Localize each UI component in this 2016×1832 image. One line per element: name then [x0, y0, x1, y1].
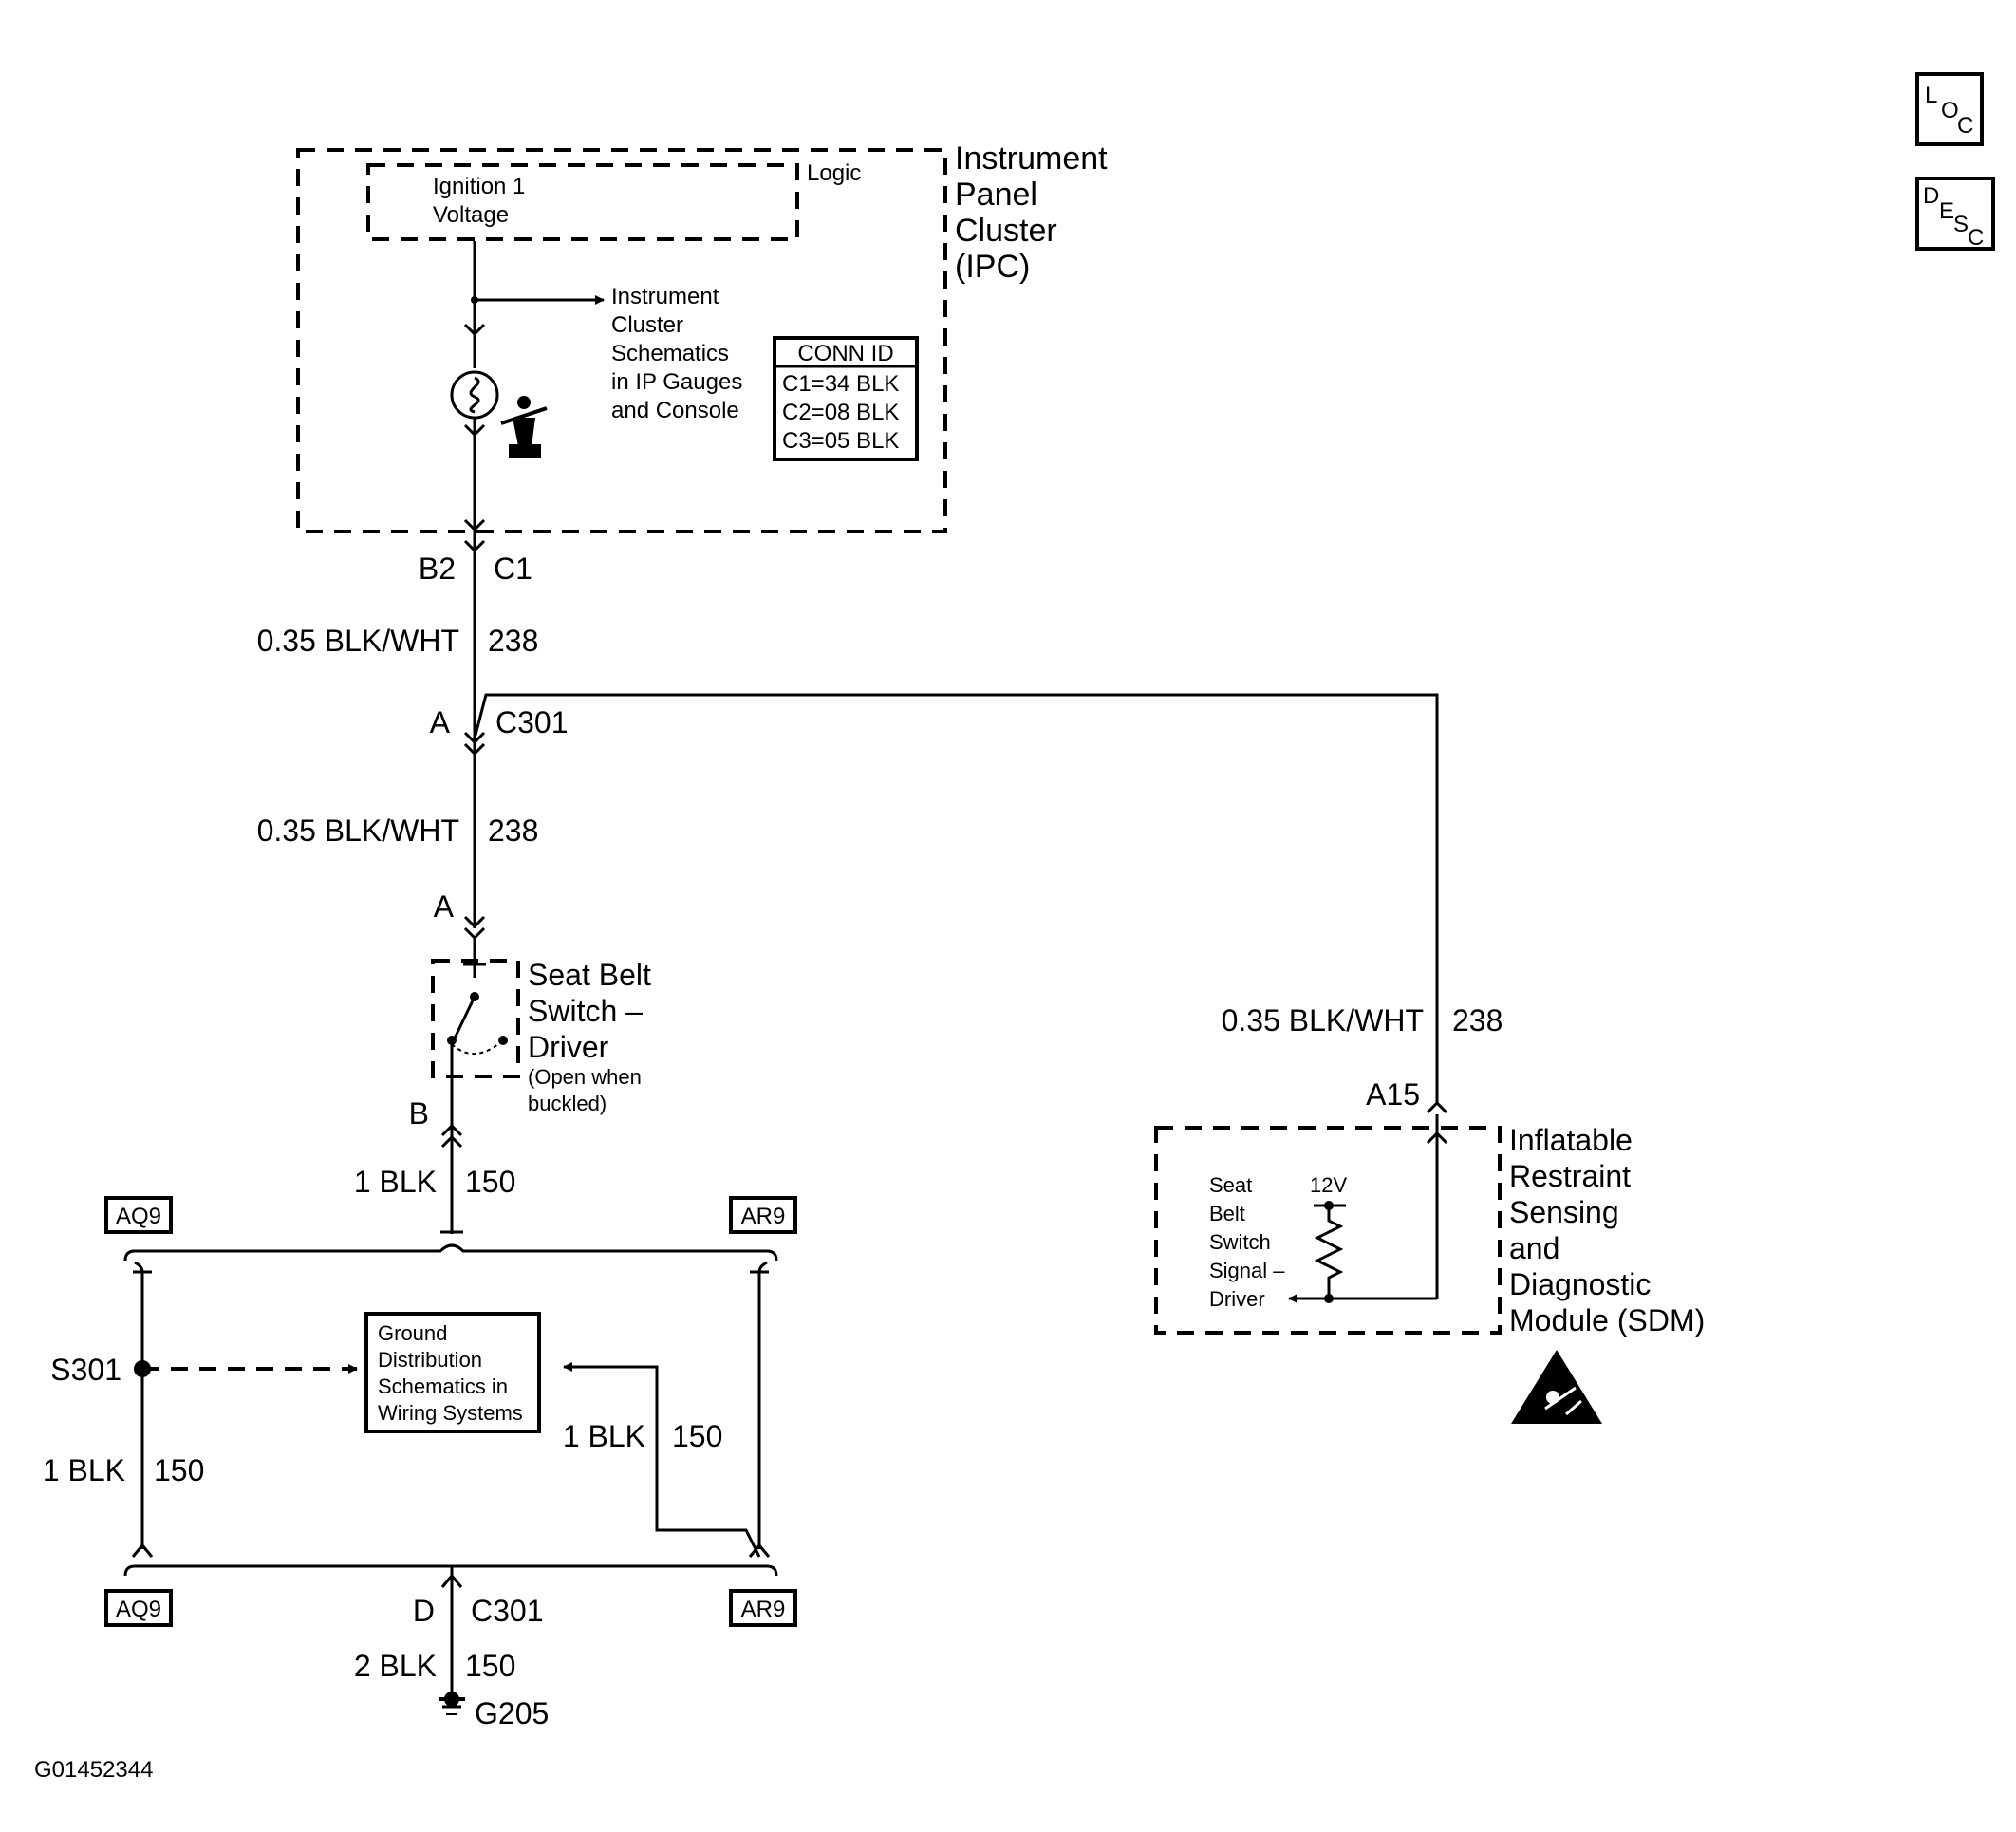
- wire-gauge-label: 1 BLK: [563, 1419, 645, 1453]
- desc-icon-letter: C: [1968, 225, 1984, 251]
- sdm-module: 12V Seat Belt Switch Signal – Driver: [1154, 1114, 1502, 1335]
- ipc-boundary: [296, 148, 947, 533]
- sdm-title-line: Sensing: [1509, 1195, 1619, 1229]
- connector-a-label: A: [434, 889, 455, 924]
- airbag-warning-icon: [1511, 1350, 1602, 1424]
- desc-icon[interactable]: D E S C: [1915, 177, 1995, 251]
- option-tag-label: AR9: [741, 1597, 786, 1622]
- switch-boundary: [431, 959, 520, 1078]
- circuit-238: [463, 532, 1448, 1114]
- conn-id-header: CONN ID: [797, 341, 893, 366]
- desc-icon-letter: S: [1953, 212, 1969, 237]
- connector-a-label: A: [430, 705, 451, 739]
- option-tag-ar9-bottom: AR9: [729, 1589, 797, 1627]
- loc-icon-letter: C: [1957, 113, 1973, 139]
- connector-c1-label: C1: [494, 551, 532, 586]
- wire-gauge-label: 1 BLK: [43, 1453, 125, 1487]
- loc-icon-letter: L: [1925, 83, 1937, 108]
- wire-circuit-label: 150: [465, 1165, 515, 1199]
- ipc-title-line: Instrument: [955, 140, 1108, 177]
- wire-circuit-label: 150: [465, 1649, 515, 1683]
- switch-title: Seat Belt: [528, 958, 651, 992]
- desc-icon-letter: D: [1923, 183, 1939, 209]
- seat-belt-switch: [431, 938, 520, 1126]
- seat-belt-indicator-icon: [450, 370, 499, 420]
- desc-icon-letter: E: [1939, 198, 1954, 224]
- option-tag-aq9-top: AQ9: [104, 1196, 173, 1234]
- sdm-internal-label: Signal –: [1209, 1259, 1285, 1282]
- option-tag-ar9-top: AR9: [729, 1196, 797, 1234]
- resistor-icon: [1314, 1206, 1344, 1299]
- wire-circuit-label: 238: [1452, 1003, 1503, 1038]
- seatbelt-symbol-icon: [500, 396, 548, 458]
- sdm-voltage-label: 12V: [1310, 1173, 1347, 1197]
- connector-b-label: B: [409, 1096, 429, 1131]
- ignition-label: Ignition 1: [433, 174, 525, 199]
- ground-ref-text: Wiring Systems: [378, 1401, 523, 1425]
- connector-c301-label: C301: [471, 1594, 544, 1628]
- sdm-title-line: Inflatable: [1509, 1123, 1633, 1157]
- conn-id-row: C2=08 BLK: [782, 400, 899, 425]
- option-tag-label: AQ9: [116, 1597, 161, 1622]
- ipc-ref-text: Cluster: [611, 312, 683, 338]
- sdm-internal-label: Driver: [1209, 1287, 1265, 1311]
- figure-id: G01452344: [34, 1757, 153, 1783]
- wire-gauge-label: 0.35 BLK/WHT: [1222, 1003, 1424, 1038]
- ignition-label: Voltage: [433, 202, 509, 228]
- ground-bus: [123, 1243, 778, 1715]
- ground-icon: [444, 1692, 459, 1707]
- sdm-title-line: Module (SDM): [1509, 1303, 1705, 1337]
- ipc-ref-text: in IP Gauges: [611, 369, 742, 395]
- ground-ref-text: Schematics in: [378, 1374, 508, 1398]
- switch-note: buckled): [528, 1092, 607, 1115]
- wire-circuit-label: 150: [154, 1453, 204, 1487]
- sdm-title-line: Restraint: [1509, 1159, 1631, 1193]
- ipc-module: Instrument Panel Cluster (IPC) Logic Ign…: [296, 140, 1108, 533]
- logic-block: [366, 163, 799, 241]
- ipc-ref-text: Schematics: [611, 341, 729, 366]
- loc-icon-letter: O: [1941, 98, 1959, 123]
- ground-distribution-ref: Ground Distribution Schematics in Wiring…: [364, 1312, 541, 1433]
- ground-ref-text: Distribution: [378, 1348, 482, 1372]
- option-tag-label: AR9: [741, 1204, 786, 1229]
- conn-id-row: C3=05 BLK: [782, 428, 899, 454]
- conn-id-table: CONN ID C1=34 BLK C2=08 BLK C3=05 BLK: [773, 336, 919, 461]
- logic-label: Logic: [807, 160, 861, 186]
- wire-gauge-label: 0.35 BLK/WHT: [257, 813, 459, 848]
- sdm-boundary: [1154, 1126, 1502, 1335]
- connector-a15-label: A15: [1366, 1077, 1420, 1112]
- switch-title: Switch –: [528, 994, 643, 1028]
- wire-circuit-label: 238: [488, 624, 538, 658]
- wire-gauge-label: 2 BLK: [354, 1649, 437, 1683]
- sdm-internal-label: Seat: [1209, 1173, 1252, 1197]
- wire-gauge-label: 0.35 BLK/WHT: [257, 624, 459, 658]
- conn-id-row: C1=34 BLK: [782, 371, 899, 397]
- loc-icon[interactable]: L O C: [1915, 72, 1984, 146]
- wire-circuit-label: 150: [672, 1419, 722, 1453]
- switch-title: Driver: [528, 1030, 609, 1064]
- connector-c301-label: C301: [495, 705, 569, 739]
- splice-s301-label: S301: [50, 1353, 121, 1387]
- connector-d-label: D: [413, 1594, 435, 1628]
- wire-gauge-label: 1 BLK: [354, 1165, 437, 1199]
- option-tag-label: AQ9: [116, 1204, 161, 1229]
- ipc-title-line: Panel: [955, 177, 1037, 213]
- option-tag-aq9-bottom: AQ9: [104, 1589, 173, 1627]
- sdm-internal-label: Belt: [1209, 1202, 1245, 1225]
- ipc-title-line: (IPC): [955, 249, 1030, 285]
- switch-note: (Open when: [528, 1065, 642, 1089]
- wire-circuit-label: 238: [488, 813, 538, 848]
- sdm-title-line: and: [1509, 1231, 1559, 1265]
- ground-g205-label: G205: [475, 1696, 549, 1730]
- sdm-internal-label: Switch: [1209, 1230, 1271, 1254]
- ipc-title-line: Cluster: [955, 213, 1057, 249]
- ipc-ref-text: and Console: [611, 398, 739, 423]
- connector-b2-label: B2: [419, 551, 456, 586]
- ground-ref-text: Ground: [378, 1321, 447, 1345]
- sdm-title-line: Diagnostic: [1509, 1267, 1651, 1301]
- ipc-ref-text: Instrument: [611, 284, 719, 309]
